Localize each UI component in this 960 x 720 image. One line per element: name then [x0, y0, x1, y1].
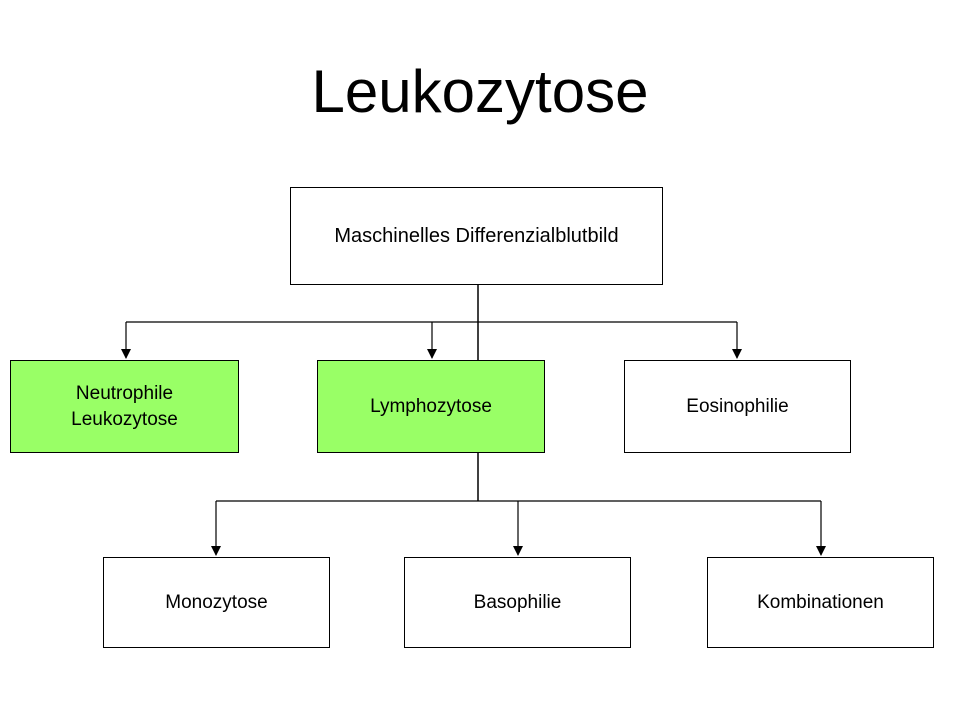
node-eosinophilie: Eosinophilie — [624, 360, 851, 453]
node-basophilie: Basophilie — [404, 557, 631, 648]
node-maschinelles-differenzialblutbild: Maschinelles Differenzialblutbild — [290, 187, 663, 285]
node-kombinationen: Kombinationen — [707, 557, 934, 648]
node-lymphozytose: Lymphozytose — [317, 360, 545, 453]
diagram-title: Leukozytose — [311, 58, 649, 125]
node-monozytose: Monozytose — [103, 557, 330, 648]
node-neutrophile-leukozytose: Neutrophile Leukozytose — [10, 360, 239, 453]
